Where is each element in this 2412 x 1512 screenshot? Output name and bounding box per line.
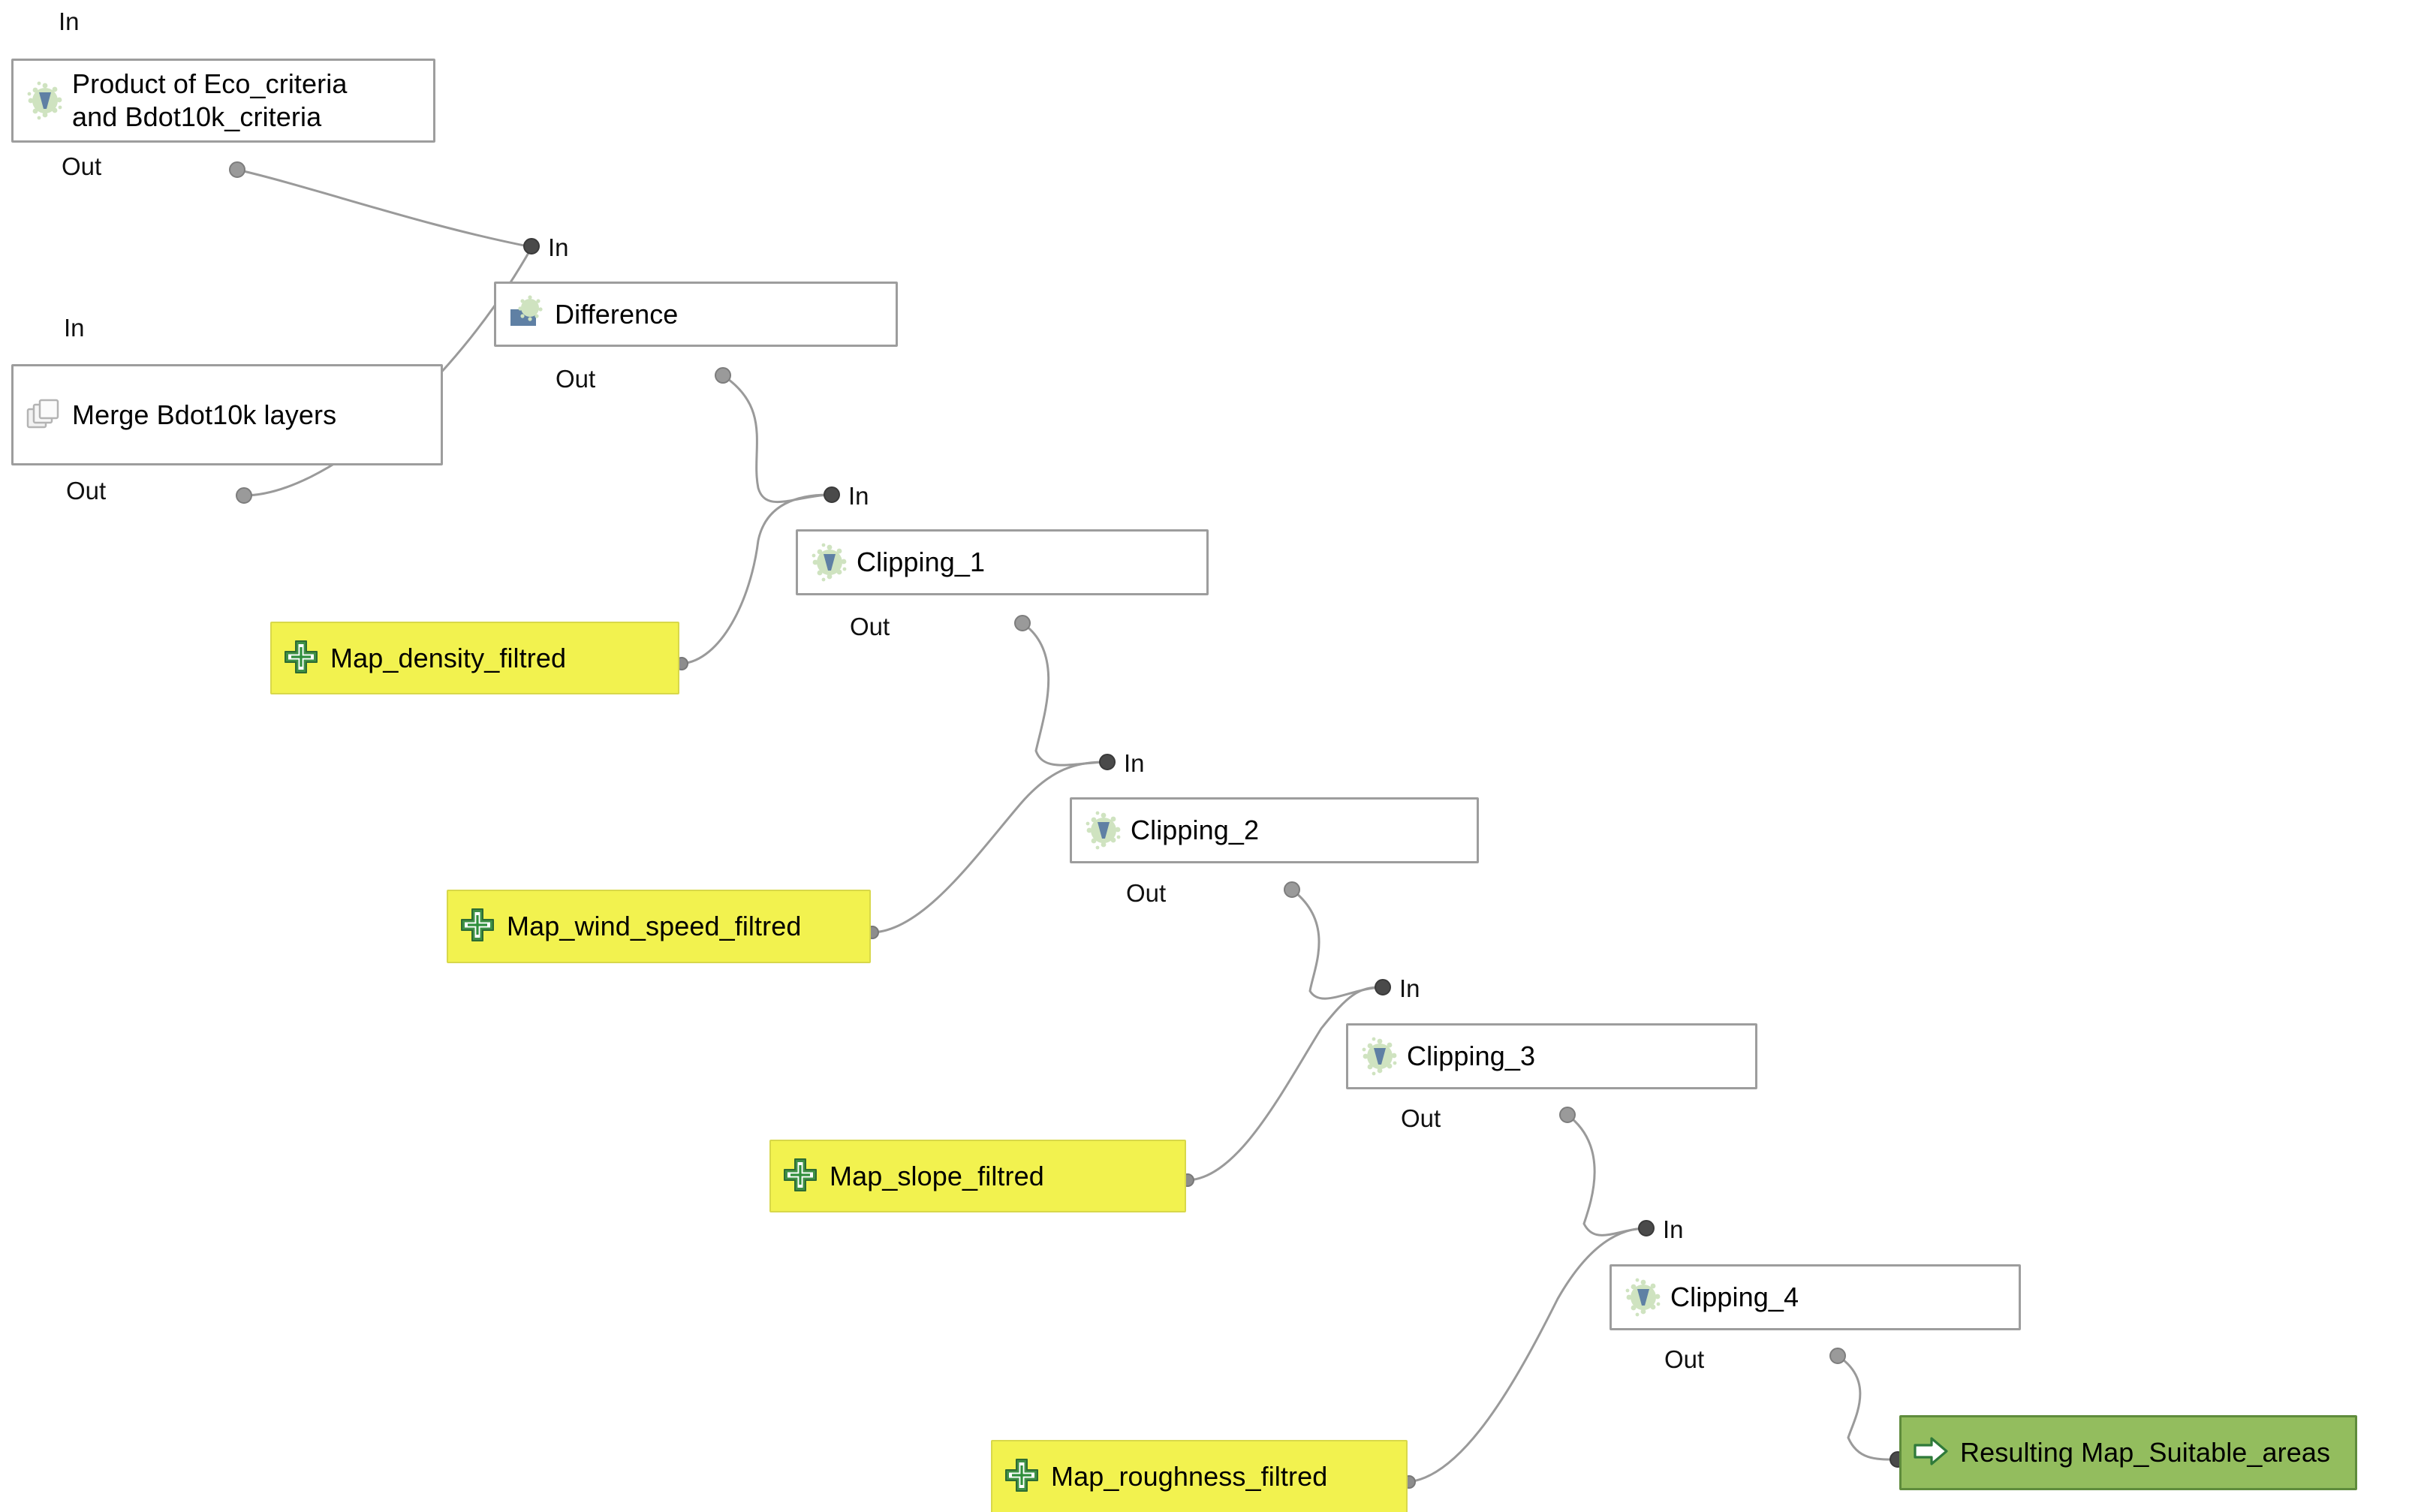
- node-label: Difference: [555, 298, 679, 330]
- node-clipping_1[interactable]: Clipping_1: [796, 529, 1209, 595]
- port-in-dot-clipping_4[interactable]: [1638, 1220, 1655, 1236]
- port-out-label-difference: Out: [556, 365, 596, 393]
- plus-input-icon: [459, 906, 499, 947]
- merge-layers-icon: [24, 395, 65, 435]
- node-clipping_3[interactable]: Clipping_3: [1346, 1023, 1757, 1089]
- intersection-icon: [24, 80, 65, 121]
- port-out-dot-clipping_2[interactable]: [1284, 881, 1300, 898]
- port-out-label-clipping_4: Out: [1664, 1345, 1705, 1373]
- arrow-output-icon: [1912, 1432, 1953, 1473]
- port-out-label-product: Out: [62, 152, 102, 180]
- node-result[interactable]: Resulting Map_Suitable_areas: [1899, 1415, 2357, 1490]
- node-label: Map_slope_filtred: [830, 1160, 1044, 1191]
- port-out-label-clipping_3: Out: [1401, 1104, 1441, 1132]
- port-in-dot-clipping_1[interactable]: [824, 486, 840, 503]
- port-in-dot-clipping_3[interactable]: [1375, 979, 1391, 995]
- port-in-label-clipping_3: In: [1399, 974, 1420, 1002]
- intersection-icon: [1083, 810, 1123, 851]
- port-out-dot-difference[interactable]: [715, 367, 731, 384]
- connection-edge[interactable]: [722, 374, 833, 504]
- node-label: Resulting Map_Suitable_areas: [1960, 1437, 2331, 1468]
- port-out-dot-product[interactable]: [229, 161, 245, 178]
- connection-edge[interactable]: [236, 168, 532, 248]
- node-map_roughness[interactable]: Map_roughness_filtred: [991, 1440, 1408, 1512]
- port-in-label-difference: In: [548, 233, 569, 261]
- difference-icon: [507, 294, 547, 335]
- node-label: Map_roughness_filtred: [1051, 1461, 1328, 1492]
- node-clipping_2[interactable]: Clipping_2: [1070, 797, 1479, 863]
- port-out-label-merge: Out: [66, 477, 107, 505]
- intersection-icon: [1622, 1277, 1663, 1318]
- node-map_density[interactable]: Map_density_filtred: [270, 622, 679, 694]
- node-label: Map_wind_speed_filtred: [507, 911, 802, 942]
- port-out-dot-clipping_1[interactable]: [1014, 615, 1031, 631]
- intersection-icon: [1359, 1036, 1399, 1077]
- port-out-label-clipping_1: Out: [850, 613, 890, 640]
- node-map_wind_speed[interactable]: Map_wind_speed_filtred: [447, 890, 871, 963]
- node-label: Clipping_3: [1407, 1041, 1536, 1072]
- port-out-dot-clipping_3[interactable]: [1559, 1107, 1576, 1123]
- node-label: Merge Bdot10k layers: [72, 399, 337, 430]
- port-out-dot-clipping_4[interactable]: [1829, 1348, 1846, 1364]
- node-label: Clipping_4: [1670, 1282, 1799, 1313]
- node-label: Clipping_1: [857, 547, 986, 578]
- node-difference[interactable]: Difference: [494, 282, 898, 347]
- node-label: Clipping_2: [1131, 815, 1260, 846]
- plus-input-icon: [1003, 1456, 1043, 1497]
- node-clipping_4[interactable]: Clipping_4: [1610, 1264, 2021, 1330]
- port-out-label-clipping_2: Out: [1126, 879, 1167, 907]
- port-in-label-clipping_4: In: [1663, 1215, 1684, 1243]
- connection-edge[interactable]: [1567, 1113, 1647, 1236]
- intersection-icon: [809, 542, 849, 583]
- node-label: Product of Eco_criteria and Bdot10k_crit…: [72, 68, 348, 132]
- port-in-label-merge: In: [64, 314, 85, 342]
- node-label: Map_density_filtred: [330, 642, 567, 673]
- node-map_slope[interactable]: Map_slope_filtred: [769, 1140, 1186, 1212]
- port-in-label-clipping_2: In: [1124, 749, 1145, 777]
- connection-edge[interactable]: [1022, 622, 1108, 767]
- node-merge[interactable]: Merge Bdot10k layers: [11, 364, 443, 465]
- plus-input-icon: [781, 1156, 822, 1197]
- port-in-dot-clipping_2[interactable]: [1099, 754, 1116, 770]
- port-in-dot-difference[interactable]: [523, 238, 540, 255]
- node-product[interactable]: Product of Eco_criteria and Bdot10k_crit…: [11, 59, 435, 143]
- plus-input-icon: [282, 638, 323, 679]
- port-in-label-clipping_1: In: [848, 482, 869, 510]
- port-in-label-product: In: [59, 8, 80, 35]
- connection-edge[interactable]: [1291, 888, 1384, 1000]
- connection-edge[interactable]: [1837, 1354, 1899, 1461]
- port-out-dot-merge[interactable]: [236, 487, 252, 504]
